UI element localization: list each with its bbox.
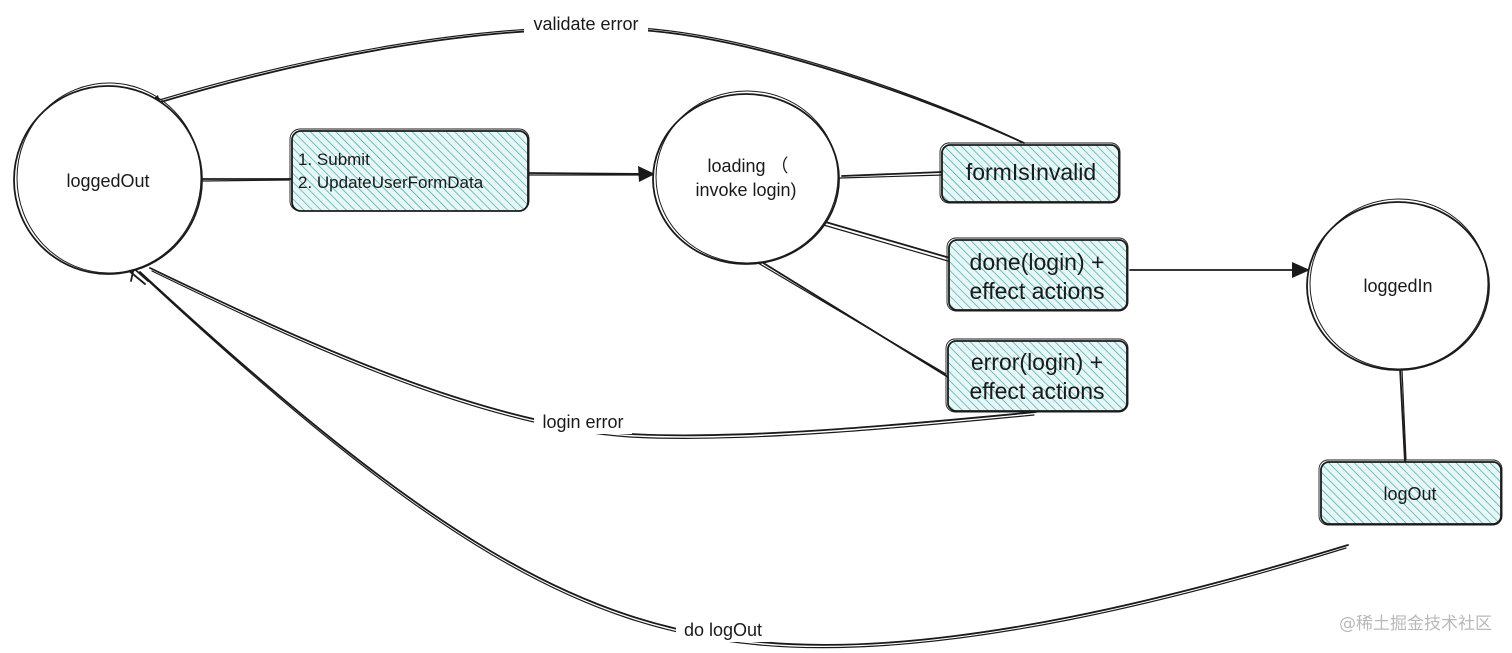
node-logged-in[interactable]: loggedIn <box>1306 198 1490 371</box>
done-login-label-line1: done(login) + <box>970 249 1105 275</box>
validate-error-label: validate error <box>533 14 638 34</box>
node-logged-out[interactable]: loggedOut <box>13 82 203 275</box>
edge-do-logout <box>139 271 1349 646</box>
do-logout-label: do logOut <box>684 620 762 640</box>
arrowhead-loggedin <box>1292 262 1310 278</box>
submit-label-line1: 1. Submit <box>298 150 370 169</box>
login-error-label: login error <box>542 412 623 432</box>
logged-in-label: loggedIn <box>1363 276 1432 296</box>
edge-validate-error <box>153 28 1025 144</box>
done-login-label-line2: effect actions <box>969 278 1104 304</box>
edge-submit-to-loading <box>527 172 644 175</box>
box-error-login[interactable]: error(login) + effect actions <box>945 338 1129 413</box>
edge-labels: validate error login error do logOut <box>524 10 770 642</box>
edge-loading-to-done <box>821 220 951 259</box>
error-login-label-line2: effect actions <box>969 378 1104 404</box>
box-done-login[interactable]: done(login) + effect actions <box>946 237 1129 312</box>
box-form-is-invalid[interactable]: formIsInvalid <box>939 142 1121 204</box>
loading-label-line2: invoke login) <box>695 180 796 200</box>
error-login-label-line1: error(login) + <box>971 349 1103 375</box>
submit-label-line2: 2. UpdateUserFormData <box>298 173 484 192</box>
log-out-label: logOut <box>1383 484 1436 504</box>
loading-label-line1: loading （ <box>707 156 788 176</box>
box-submit[interactable]: 1. Submit 2. UpdateUserFormData <box>289 128 530 212</box>
box-log-out[interactable]: logOut <box>1318 459 1503 526</box>
watermark-text: @稀土掘金技术社区 <box>1339 614 1492 634</box>
edge-loading-to-forminvalid <box>841 171 943 177</box>
arrowhead-loading <box>638 166 655 182</box>
logged-out-label: loggedOut <box>66 171 149 191</box>
edge-loggedin-to-logout <box>1399 367 1406 463</box>
form-is-invalid-label: formIsInvalid <box>966 159 1096 185</box>
node-loading[interactable]: loading （ invoke login) <box>652 90 840 265</box>
